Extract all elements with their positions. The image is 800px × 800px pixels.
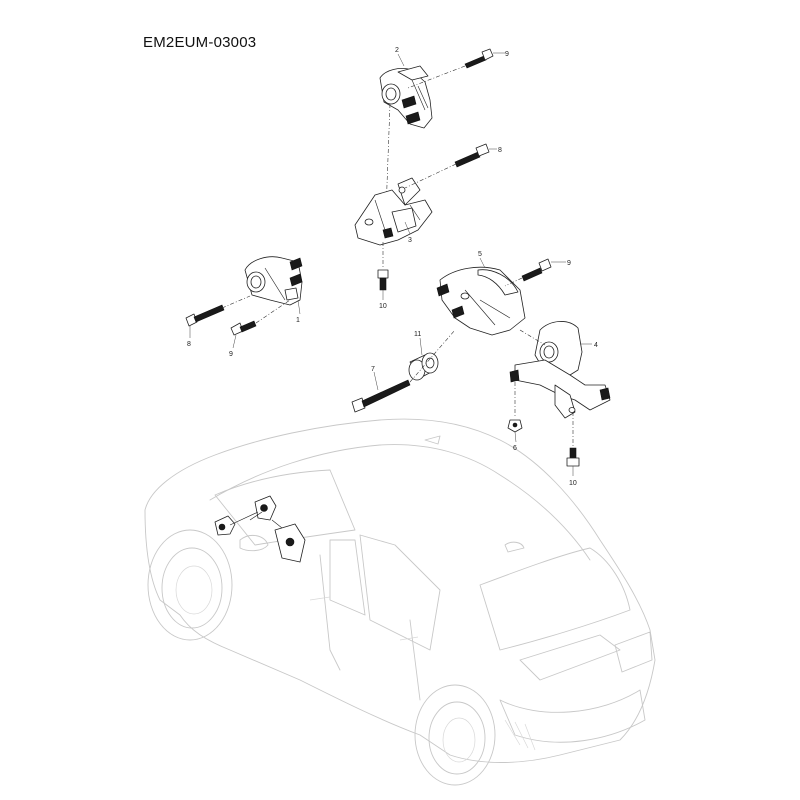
assembly-line-bolt-9-right <box>504 277 523 287</box>
callout-3: 3 <box>408 237 412 244</box>
callout-10-lower: 10 <box>569 480 577 487</box>
callout-9-top: 9 <box>505 51 509 58</box>
diagram-code: EM2EUM-03003 <box>143 34 257 51</box>
bolt-10-lower <box>566 447 580 467</box>
assembly-line-bolt-9-left <box>255 299 291 324</box>
assembly-line-bolt-8-upper <box>404 163 457 189</box>
bolt-7 <box>351 379 411 413</box>
callout-10-upper: 10 <box>379 303 387 310</box>
callout-7: 7 <box>371 366 375 373</box>
car-mount-locations <box>214 495 306 563</box>
callout-4: 4 <box>594 342 598 349</box>
bolt-8-upper <box>454 143 490 168</box>
part-5-bracket <box>436 266 526 336</box>
part-4-mount <box>509 321 611 419</box>
leader-lines <box>189 52 592 476</box>
callout-9-left: 9 <box>229 351 233 358</box>
part-3-bracket <box>354 177 433 246</box>
callout-1: 1 <box>296 317 300 324</box>
nut-6 <box>507 419 523 433</box>
bolt-9-right <box>521 258 552 282</box>
callout-8-upper: 8 <box>498 147 502 154</box>
callout-9-right: 9 <box>567 260 571 267</box>
assembly-line-bolt-8-left <box>221 295 251 309</box>
part-1-mount <box>244 256 303 306</box>
bolt-9-top <box>464 48 494 69</box>
bolt-9-left <box>230 320 257 336</box>
callout-2: 2 <box>395 47 399 54</box>
callout-11: 11 <box>414 331 421 338</box>
bolt-10-upper <box>377 269 389 291</box>
car-outline <box>144 418 656 786</box>
part-2-mount-bracket <box>379 65 433 129</box>
bolt-8-left <box>185 304 225 327</box>
assembly-line-bolt-7 <box>409 329 456 383</box>
callout-5: 5 <box>478 251 482 258</box>
callout-6: 6 <box>513 445 517 452</box>
assembly-line-5-4 <box>519 329 546 346</box>
callout-8-left: 8 <box>187 341 191 348</box>
assembly-line-bolt-9-top <box>407 65 466 89</box>
